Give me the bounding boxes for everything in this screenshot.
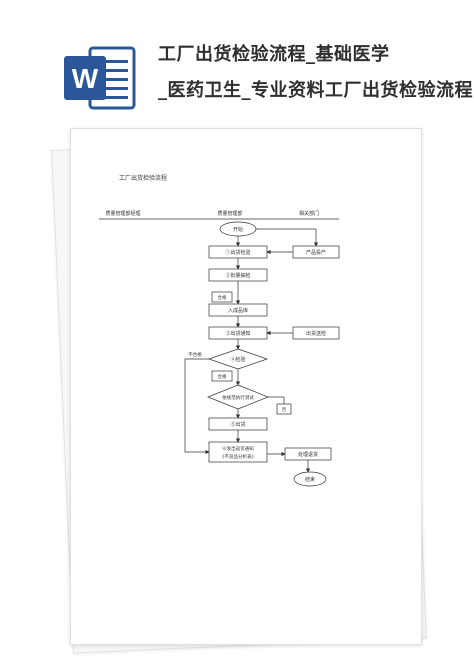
prepare-label: ②批量抽检 <box>225 272 250 279</box>
qualified-label-box-2 <box>211 370 233 382</box>
end-label: 结束 <box>305 476 315 483</box>
shipped-label: ⑤出货 <box>230 421 245 428</box>
inspect-label: ④检验 <box>230 356 245 363</box>
notice-label: ①出货检验 <box>225 249 250 256</box>
document-page: 工厂出货检验流程 <box>70 128 422 645</box>
word-icon-letter: W <box>72 63 99 94</box>
qualified-label-2: 合格 <box>218 373 227 380</box>
qualified-label-1: 合格 <box>218 294 227 301</box>
page-title-line-1: 工厂出货检验流程_基础医学 <box>158 44 390 65</box>
column-header-2: 质量管理部 <box>217 210 242 217</box>
report-label-line-1: ⑥发出返货通知 <box>222 445 254 452</box>
page-title-line-2: _医药卫生_专业资料工厂出货检验流程 <box>158 80 473 101</box>
decision-label: 依规范执行测试 <box>222 394 254 401</box>
ship-send-label: 出货送检 <box>306 330 326 337</box>
warehouse-label: 入成品库 <box>228 307 248 314</box>
report-label-line-2: 《不良品分析表》 <box>220 453 256 460</box>
start-label: 开始 <box>233 226 243 233</box>
word-icon: W <box>64 46 136 110</box>
column-header-3: 相关部门 <box>299 210 319 217</box>
flowchart: 质量管理部经理 质量管理部 相关部门 开始 ①出货检验 产品投产 ②批量抽检 合… <box>99 210 340 487</box>
document-title: 工厂出货检验流程 <box>119 175 168 182</box>
handle-label: 处理退货 <box>298 451 318 458</box>
no-label: 否 <box>282 407 287 413</box>
qualified-label-box-1 <box>211 291 233 303</box>
column-header-1: 质量管理部经理 <box>105 210 140 217</box>
ship-notice-label: ③出货通知 <box>225 330 250 337</box>
unqualified-label: 不合格 <box>188 351 202 358</box>
production-label: 产品投产 <box>306 249 326 256</box>
